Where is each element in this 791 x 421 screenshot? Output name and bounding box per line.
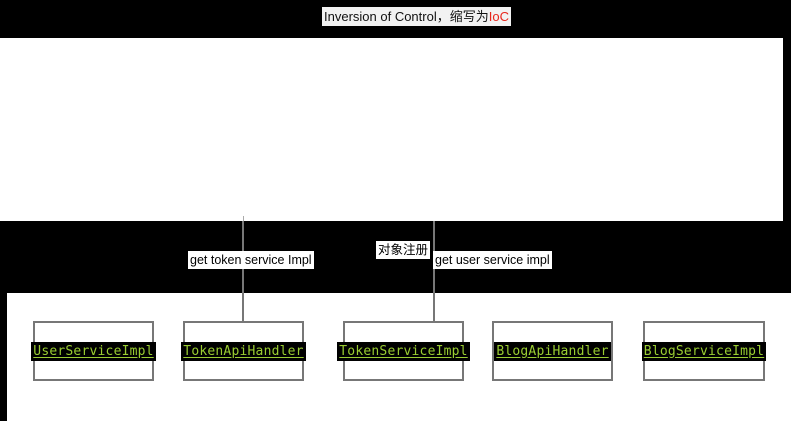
connector-stub-top [243, 216, 244, 222]
node-token-api-handler[interactable]: TokenApiHandler [181, 321, 306, 381]
edge-label-get-user-service-impl: get user service impl [433, 251, 552, 269]
connector-token-api-handler [242, 221, 244, 321]
node-blog-service-impl[interactable]: BlogServiceImpl [641, 321, 767, 381]
node-token-service-impl[interactable]: TokenServiceImpl [337, 321, 470, 381]
page-title: Inversion of Control，缩写为IoC [322, 7, 511, 26]
edge-label-object-registration: 对象注册 [376, 241, 431, 259]
edge-label-get-token-service-impl: get token service Impl [188, 251, 314, 269]
upper-panel [0, 38, 783, 221]
node-label-token-service-impl: TokenServiceImpl [337, 341, 470, 361]
node-label-blog-service-impl: BlogServiceImpl [641, 341, 767, 361]
page-title-accent: IoC [488, 9, 509, 24]
node-label-token-api-handler: TokenApiHandler [181, 341, 306, 361]
connector-token-service-impl [433, 221, 435, 321]
node-user-service-impl[interactable]: UserServiceImpl [31, 321, 156, 381]
title-bar: Inversion of Control，缩写为IoC [0, 0, 791, 38]
node-label-blog-api-handler: BlogApiHandler [494, 341, 611, 361]
node-blog-api-handler[interactable]: BlogApiHandler [492, 321, 613, 381]
node-label-user-service-impl: UserServiceImpl [31, 341, 156, 361]
page-title-prefix: Inversion of Control，缩写为 [324, 9, 489, 24]
